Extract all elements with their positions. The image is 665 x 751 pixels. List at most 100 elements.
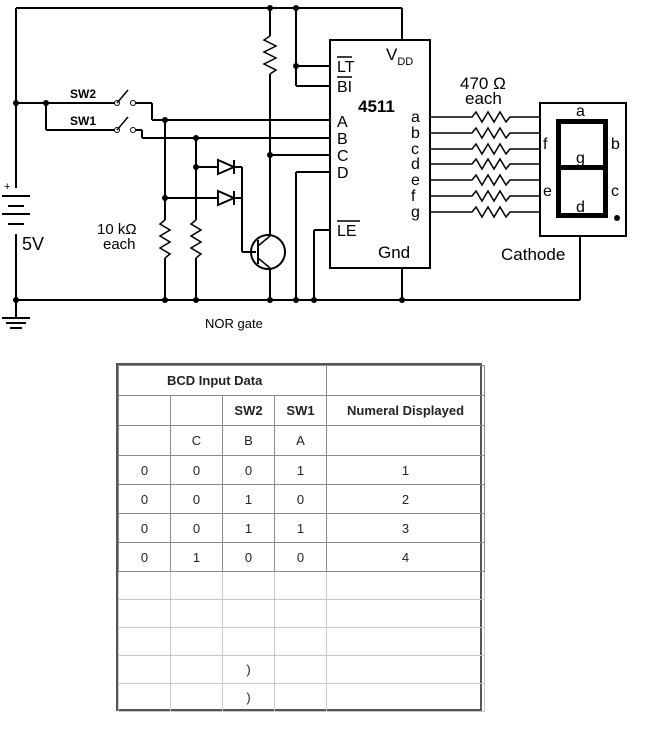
pin-out-b: b xyxy=(411,125,420,142)
segment-resistor-label: 470 Ω xyxy=(460,74,506,93)
diode-1 xyxy=(217,158,237,176)
table-cell xyxy=(118,571,171,600)
table-cell xyxy=(326,683,486,712)
table-row xyxy=(118,571,486,600)
table-cell xyxy=(118,599,171,628)
table-cell: ) xyxy=(222,655,275,684)
sw1-switch xyxy=(114,116,136,133)
table-cell xyxy=(170,627,223,656)
table-cell: 0 xyxy=(273,484,328,514)
table-cell: 0 xyxy=(222,542,275,572)
display-cathode-label: Cathode xyxy=(501,245,565,264)
table-cell xyxy=(326,655,486,684)
pin-b: B xyxy=(337,131,348,148)
table-cell xyxy=(222,571,275,600)
table-cell: 1 xyxy=(273,455,328,485)
table-cell: 0 xyxy=(118,542,171,572)
table-cell: 1 xyxy=(170,542,223,572)
segment-f-label: f xyxy=(543,136,548,153)
pulldown-resistor-each: each xyxy=(103,236,136,253)
table-cell: 0 xyxy=(118,513,171,543)
pin-out-g: g xyxy=(411,204,420,221)
table-title: BCD Input Data xyxy=(117,365,328,396)
pin-le: LE xyxy=(337,223,357,240)
table-cell: 0 xyxy=(273,542,328,572)
battery-symbol xyxy=(2,188,30,234)
table-cell: 0 xyxy=(118,484,171,514)
table-cell: 1 xyxy=(222,513,275,543)
table-row: ) xyxy=(118,683,486,712)
letter-c: C xyxy=(170,425,223,456)
table-cell: 0 xyxy=(222,455,275,485)
sw1-label: SW1 xyxy=(70,114,96,128)
pin-bi: BI xyxy=(337,79,352,96)
segment-b-label: b xyxy=(611,136,620,153)
nor-gate-label: NOR gate xyxy=(205,316,263,331)
ground-symbol xyxy=(2,300,30,329)
table-cell xyxy=(170,599,223,628)
table-row xyxy=(118,599,486,628)
letter-a: A xyxy=(273,425,328,456)
pin-out-a: a xyxy=(411,109,420,126)
table-cell: 2 xyxy=(326,484,486,514)
pin-out-c: c xyxy=(411,141,419,158)
header-sw2: SW2 xyxy=(222,395,275,426)
ic-right-pins: a b c d e f g xyxy=(411,109,420,221)
table-cell xyxy=(273,683,328,712)
table-row xyxy=(118,627,486,656)
pulldown-resistor-1 xyxy=(158,219,172,259)
bcd-truth-table: BCD Input Data SW2 SW1 Numeral Displayed… xyxy=(116,363,486,712)
segment-a-label: a xyxy=(576,103,585,120)
segment-c-label: c xyxy=(611,183,619,200)
header-sw1: SW1 xyxy=(273,395,328,426)
segment-e-label: e xyxy=(543,183,552,200)
table-cell: 0 xyxy=(170,484,223,514)
nor-transistor xyxy=(250,234,286,270)
table-cell xyxy=(118,683,171,712)
table-cell: 1 xyxy=(326,455,486,485)
pin-out-e: e xyxy=(411,172,420,189)
collector-resistor xyxy=(262,35,278,75)
table-cell: 3 xyxy=(326,513,486,543)
table-cell xyxy=(273,571,328,600)
table-cell xyxy=(170,655,223,684)
sw2-label: SW2 xyxy=(70,87,96,101)
header-cell xyxy=(170,395,223,426)
table-cell xyxy=(118,627,171,656)
ic-left-pins: LT BI A B C D LE xyxy=(337,56,360,240)
table-cell: 1 xyxy=(273,513,328,543)
table-cell: 1 xyxy=(222,484,275,514)
ic-gnd-label: Gnd xyxy=(378,243,410,262)
segment-resistor-each: each xyxy=(465,89,502,108)
pin-c: C xyxy=(337,148,349,165)
letter-cell xyxy=(118,425,171,456)
table-row: ) xyxy=(118,655,486,684)
letter-cell xyxy=(326,425,486,456)
table-cell: 0 xyxy=(170,455,223,485)
table-title-blank xyxy=(326,365,486,396)
pin-d: D xyxy=(337,165,349,182)
table-cell xyxy=(170,571,223,600)
pin-out-f: f xyxy=(411,188,416,205)
battery-plus-label: + xyxy=(4,181,10,193)
table-cell: ) xyxy=(222,683,275,712)
table-cell xyxy=(326,599,486,628)
table-cell: 0 xyxy=(118,455,171,485)
pin-lt: LT xyxy=(337,59,355,76)
table-cell: 4 xyxy=(326,542,486,572)
pin-a: A xyxy=(337,114,348,131)
header-numeral: Numeral Displayed xyxy=(326,395,486,426)
header-cell xyxy=(118,395,171,426)
table-cell xyxy=(273,655,328,684)
table-cell xyxy=(170,683,223,712)
segment-g-label: g xyxy=(576,150,585,167)
segment-resistors xyxy=(430,110,540,219)
table-cell xyxy=(222,627,275,656)
ic-vdd-label: VDD xyxy=(386,45,413,68)
table-cell xyxy=(326,627,486,656)
table-cell xyxy=(118,655,171,684)
pin-out-d: d xyxy=(411,156,420,173)
